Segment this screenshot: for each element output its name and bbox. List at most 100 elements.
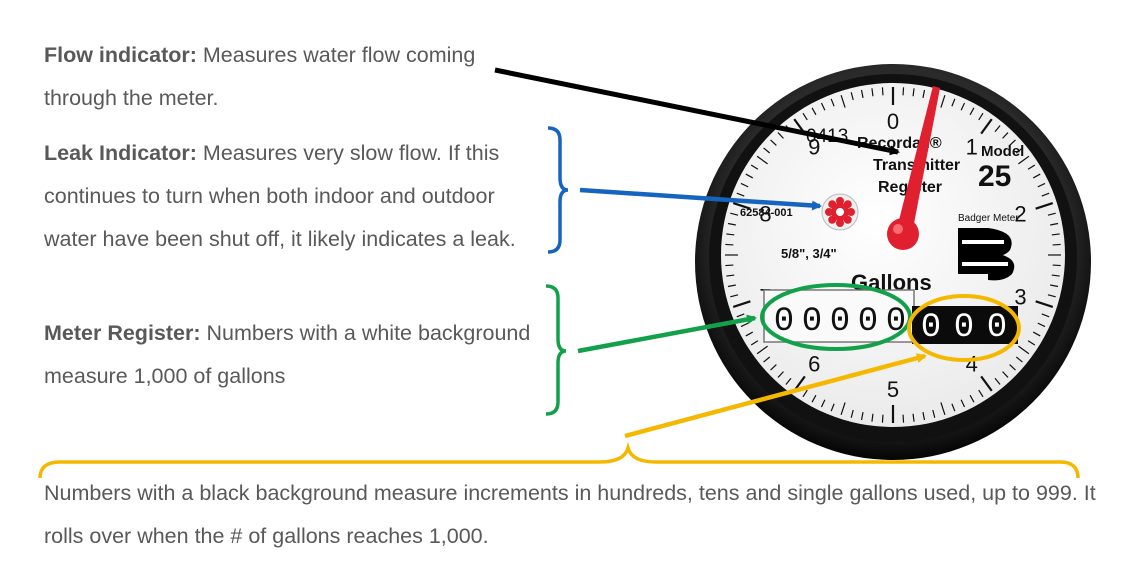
dial-tick [1051, 233, 1060, 236]
white-digit: 0 [830, 303, 850, 341]
dial-tick [912, 88, 915, 97]
leak-star-tooth [847, 208, 855, 216]
badger-logo-icon [958, 228, 1015, 281]
dial-tick [811, 107, 817, 116]
flow-indicator-annotation: Flow indicator: Measures water flow comi… [44, 34, 514, 120]
dial-tick [1015, 147, 1023, 154]
dial-tick [902, 87, 905, 96]
dial-tick [969, 394, 975, 403]
dial-tick [756, 155, 768, 165]
leak-indicator-annotation: Leak Indicator: Measures very slow flow.… [44, 132, 549, 261]
model-number: 25 [978, 160, 1011, 193]
dial-tick [960, 102, 966, 111]
dial-number-0: 0 [887, 109, 899, 134]
dial-tick [1050, 284, 1059, 288]
dial-tick [756, 345, 768, 355]
dial-tick [960, 399, 966, 408]
dial-tick [940, 402, 946, 415]
dial-tick [736, 313, 745, 318]
dial-tick [802, 389, 808, 398]
dial-tick [932, 409, 936, 418]
black-digits-annotation: Numbers with a black background measure … [44, 472, 1104, 558]
leak-star-tooth [825, 208, 833, 216]
dial-tick [750, 340, 759, 346]
leak-indicator-text: Measures very slow flow. If this continu… [44, 141, 516, 251]
dial-tick [871, 413, 874, 422]
dial-number-1: 1 [966, 135, 978, 160]
dial-tick [732, 300, 751, 308]
dial-tick [830, 403, 835, 412]
register-arrow [577, 314, 757, 354]
dial-tick [978, 389, 984, 398]
dial-tick [951, 403, 956, 412]
dial-tick [860, 412, 864, 421]
black-digits-highlight [907, 294, 1021, 362]
dial-number-3: 3 [1014, 284, 1026, 309]
dial-tick [763, 147, 771, 154]
black-digits-arrow [624, 353, 927, 439]
dial-tick [785, 377, 792, 385]
dial-tick [1037, 322, 1046, 328]
meter: 0123456789 Recordall® Transmitter Regist… [695, 64, 1091, 460]
dial-tick [912, 413, 915, 422]
dial-tick [1027, 164, 1036, 170]
dial-tick [1027, 340, 1036, 346]
dial-tick [1018, 345, 1030, 355]
dial-tick [1015, 356, 1023, 363]
leak-star-tooth [836, 219, 844, 227]
dial-tick [730, 212, 739, 216]
dial-tick [820, 399, 826, 408]
dial-tick [820, 102, 826, 111]
dial-number-9: 9 [808, 135, 820, 160]
meter-register-label: Meter Register: [44, 321, 201, 345]
leak-indicator-arrow [579, 187, 822, 211]
dial-tick [1002, 132, 1009, 139]
dial-tick [770, 139, 777, 146]
dial-tick [978, 112, 984, 121]
dial-tick [881, 87, 884, 96]
dial-tick [730, 294, 739, 298]
maker-name: Badger Meter [958, 213, 1019, 224]
dial-tick [727, 222, 736, 226]
dial-tick [840, 95, 846, 108]
black-digits-text: Numbers with a black background measure … [44, 481, 1096, 548]
white-digit: 0 [858, 303, 878, 341]
dial-number-5: 5 [887, 377, 899, 402]
dial-tick [732, 202, 751, 210]
black-digit: 0 [987, 309, 1007, 347]
dial-tick [1035, 202, 1054, 210]
dial-tick [850, 409, 854, 418]
dial-tick [1035, 300, 1054, 308]
dial-tick [980, 118, 993, 135]
leak-star-tooth [836, 197, 844, 205]
leak-bracket [547, 126, 569, 254]
dial-tick [726, 274, 735, 277]
dial-tick [1051, 274, 1060, 277]
dial-tick [922, 412, 926, 421]
dial-tick [725, 264, 734, 267]
dial-tick [725, 243, 734, 246]
dial-tick [1018, 155, 1030, 165]
dial-tick [740, 182, 749, 188]
dial-tick [777, 371, 784, 378]
dial-tick [1052, 264, 1061, 267]
leak-indicator-icon [821, 193, 859, 231]
dial-tick [881, 414, 884, 423]
flow-indicator-arrow [494, 67, 900, 156]
model-label: Model [981, 143, 1024, 160]
dial-tick [750, 164, 759, 170]
dial-ticks [725, 87, 1061, 423]
meter-register-text: Numbers with a white background measure … [44, 321, 531, 388]
dial-number-6: 6 [808, 351, 820, 376]
dial-number-4: 4 [966, 351, 978, 376]
dial-tick [1041, 192, 1050, 197]
dial-tick [745, 173, 754, 179]
black-digit: 0 [921, 309, 941, 347]
dial-tick [951, 98, 956, 107]
dial-tick [1047, 212, 1056, 216]
dial-tick [871, 88, 874, 97]
dial-tick [1002, 371, 1009, 378]
dial-tick [969, 107, 975, 116]
